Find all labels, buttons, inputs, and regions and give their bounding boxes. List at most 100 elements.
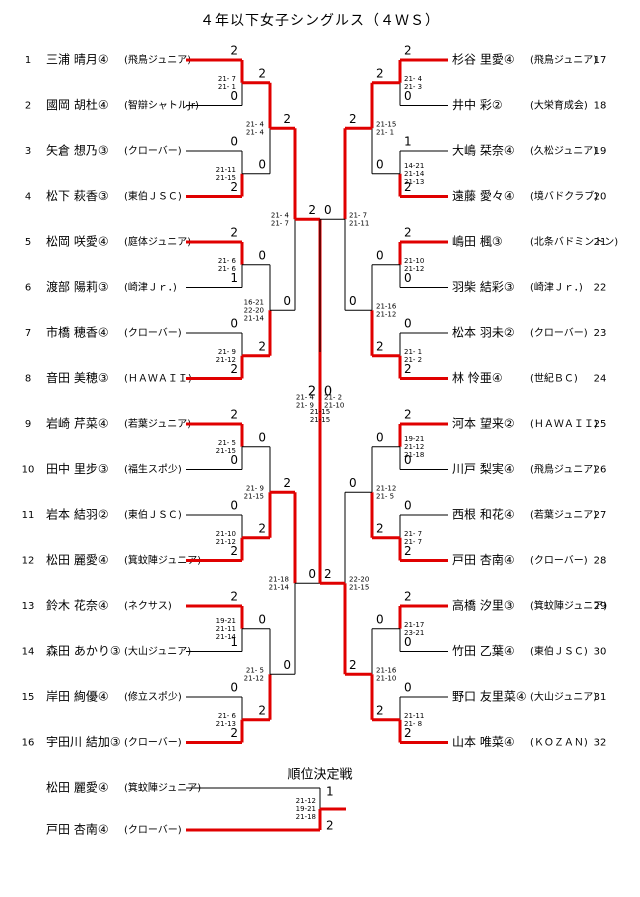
player-team: (崎津Ｊｒ．) (124, 281, 177, 294)
player-number: 22 (594, 283, 607, 294)
set-score: 21-15 (349, 583, 369, 591)
player-team: (久松ジュニア) (530, 144, 597, 157)
player-number: 20 (594, 192, 607, 203)
player-name: 大嶋 栞奈④ (452, 144, 515, 158)
match-result: 0 (258, 430, 266, 444)
match-result: 2 (404, 590, 412, 604)
player-number: 3 (25, 146, 31, 157)
playoff-player-name: 松田 麗愛④ (46, 781, 109, 795)
player-team: (東伯ＪＳＣ) (124, 190, 182, 203)
player-name: 松岡 咲愛④ (46, 234, 109, 249)
set-score: 22-20 (349, 575, 369, 583)
set-score: 21-14 (216, 633, 237, 641)
playoff-result: 2 (326, 819, 334, 833)
playoff-player-team: (クローバー) (124, 824, 182, 836)
match-result: 0 (258, 612, 266, 626)
match-result: 0 (376, 430, 384, 444)
player-name: 戸田 杏南④ (452, 552, 515, 567)
player-name: 西根 和花④ (452, 507, 515, 522)
player-team: (大山ジュニア) (124, 645, 191, 658)
match-result: 2 (258, 703, 266, 717)
match-result: 0 (230, 317, 238, 331)
player-name: 杉谷 里愛④ (452, 53, 515, 67)
set-score: 21-11 (216, 625, 236, 633)
set-score: 19-21 (296, 805, 316, 813)
set-score: 21- 4 (246, 120, 265, 128)
match-result: 2 (230, 226, 238, 240)
set-score: 21-15 (216, 447, 236, 455)
player-name: 鈴木 花奈④ (46, 598, 109, 613)
match-result: 2 (258, 339, 266, 353)
player-number: 11 (22, 510, 35, 521)
match-result: 2 (376, 339, 384, 353)
match-result: 2 (376, 521, 384, 535)
player-name: 矢倉 想乃③ (46, 143, 109, 158)
set-score: 21-12 (404, 265, 424, 273)
set-score: 21-12 (216, 356, 236, 364)
player-number: 29 (594, 601, 607, 612)
match-result: 2 (404, 180, 412, 194)
player-number: 19 (594, 146, 607, 157)
player-number: 6 (25, 283, 31, 294)
match-result: 2 (283, 476, 291, 490)
player-team: (境バドクラブ) (530, 190, 598, 203)
player-name: 遠藤 愛々④ (452, 189, 515, 203)
match-result: 0 (308, 567, 316, 581)
final-result-right: 0 (324, 385, 332, 400)
set-score: 21- 8 (404, 720, 422, 728)
set-score: 21- 3 (404, 83, 422, 91)
match-result: 2 (230, 362, 238, 376)
match-result: 1 (230, 271, 238, 285)
player-team: (クローバー) (530, 555, 588, 567)
player-number: 28 (594, 556, 607, 567)
player-name: 林 怜亜④ (452, 371, 503, 385)
set-score: 21-14 (244, 314, 265, 322)
set-score: 21- 7 (271, 219, 289, 227)
player-number: 2 (25, 101, 31, 112)
set-score: 21-16 (376, 666, 397, 674)
set-score: 21- 1 (218, 83, 236, 91)
player-number: 14 (22, 647, 35, 658)
set-score: 21-12 (296, 797, 316, 805)
player-number: 27 (594, 510, 607, 521)
set-score: 21-11 (216, 166, 236, 174)
set-score: 21-12 (376, 310, 396, 318)
set-score: 21- 2 (324, 393, 342, 401)
player-team: (ＫＯＺＡＮ) (530, 738, 588, 749)
set-score: 21-10 (216, 530, 236, 538)
set-score: 21-12 (376, 484, 396, 492)
player-number: 31 (594, 692, 607, 703)
set-score: 21-13 (216, 720, 236, 728)
set-score: 21- 5 (246, 666, 264, 674)
player-team: (崎津Ｊｒ．) (530, 281, 583, 294)
player-number: 21 (594, 237, 607, 248)
set-score: 21- 9 (296, 401, 314, 409)
set-score: 21- 4 (404, 75, 423, 83)
match-result: 0 (404, 89, 412, 103)
match-result: 0 (404, 499, 412, 513)
player-team: (ネクサス) (124, 600, 172, 612)
player-number: 23 (594, 328, 607, 339)
set-score: 21-15 (376, 120, 396, 128)
player-team: (クローバー) (530, 327, 588, 339)
set-score: 21- 4 (271, 211, 290, 219)
set-score: 21-15 (244, 492, 264, 500)
set-score: 23-21 (404, 629, 424, 637)
set-score: 21-12 (404, 443, 424, 451)
set-score: 21- 9 (246, 484, 264, 492)
player-number: 24 (594, 374, 607, 385)
set-score: 21-10 (324, 401, 344, 409)
set-score: 21- 7 (349, 211, 367, 219)
match-result: 0 (258, 248, 266, 262)
set-score: 14-21 (404, 162, 424, 170)
match-result: 2 (230, 590, 238, 604)
player-team: (東伯ＪＳＣ) (124, 508, 182, 521)
player-team: (クローバー) (124, 327, 182, 339)
player-number: 26 (594, 465, 607, 476)
set-score: 21- 7 (404, 538, 422, 546)
set-score: 21- 6 (218, 257, 237, 265)
match-result: 0 (230, 453, 238, 467)
player-number: 13 (22, 601, 35, 612)
player-team: (飛鳥ジュニア) (124, 53, 191, 66)
